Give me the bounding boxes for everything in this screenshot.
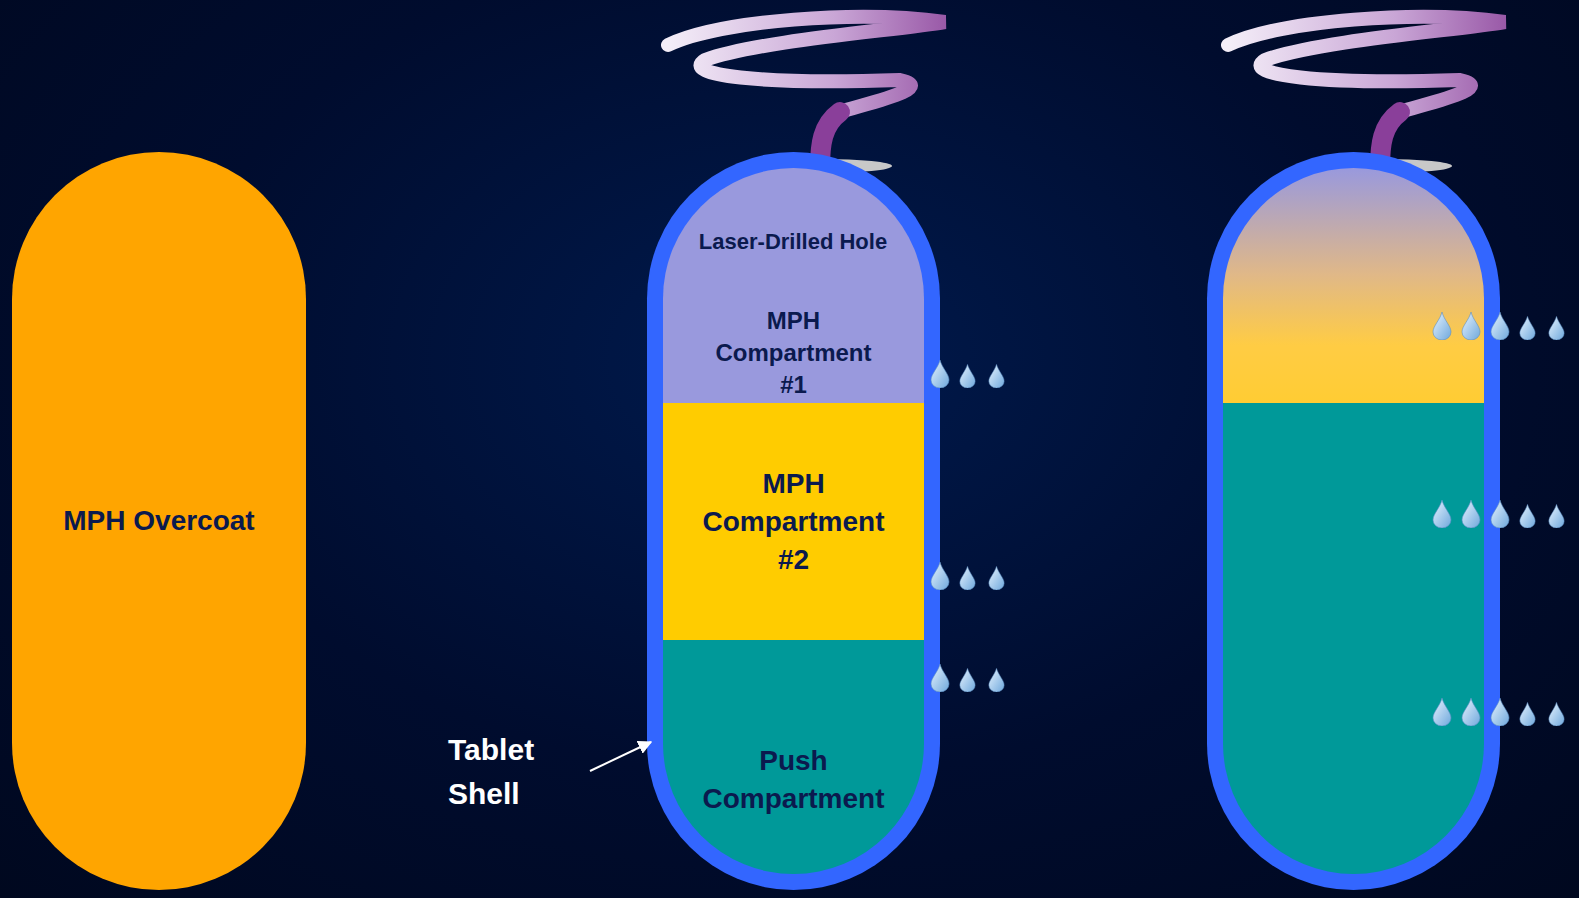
water-drop (931, 562, 949, 590)
water-drop (960, 364, 975, 388)
overcoat-layer: MPH Overcoat (12, 152, 306, 890)
water-drop (1462, 500, 1480, 528)
compartment-label: MPH Overcoat (59, 502, 259, 540)
shell-label: Tablet Shell (448, 728, 568, 816)
water-drop (1462, 312, 1480, 340)
tablet-core (1223, 168, 1484, 874)
water-drop (1462, 698, 1480, 726)
water-drop (1491, 698, 1509, 726)
compartment-label: Push Compartment (689, 742, 899, 818)
tablet-shell (1207, 152, 1500, 890)
water-drop (989, 566, 1004, 590)
water-drop (1433, 312, 1451, 340)
drug-compartment: MPH Compartment #2 (663, 403, 924, 640)
water-drop (931, 360, 949, 388)
water-drop (989, 668, 1004, 692)
hole-label: Laser-Drilled Hole (693, 226, 893, 258)
water-drop (1520, 316, 1535, 340)
water-drop (1549, 504, 1564, 528)
water-drop (1491, 312, 1509, 340)
smoke-plume (1228, 17, 1505, 173)
push-compartment: Push Compartment (663, 640, 924, 874)
water-drop (1520, 504, 1535, 528)
water-drops (873, 312, 1564, 726)
water-drop (1433, 500, 1451, 528)
water-drop (960, 668, 975, 692)
smoke-plume (668, 17, 945, 173)
water-drop (1433, 698, 1451, 726)
compartment-label: MPH Compartment #2 (699, 465, 889, 579)
compartment-label: MPH Compartment #1 (704, 305, 884, 401)
water-drop (989, 364, 1004, 388)
tablet-shell (647, 152, 940, 890)
water-drop (1549, 702, 1564, 726)
water-drop (1491, 500, 1509, 528)
drug-compartment: MPH Compartment #1 (663, 168, 924, 403)
water-drop (1520, 702, 1535, 726)
water-drop (1549, 316, 1564, 340)
water-drop (960, 566, 975, 590)
leader-arrow (590, 742, 651, 771)
water-drop (931, 664, 949, 692)
